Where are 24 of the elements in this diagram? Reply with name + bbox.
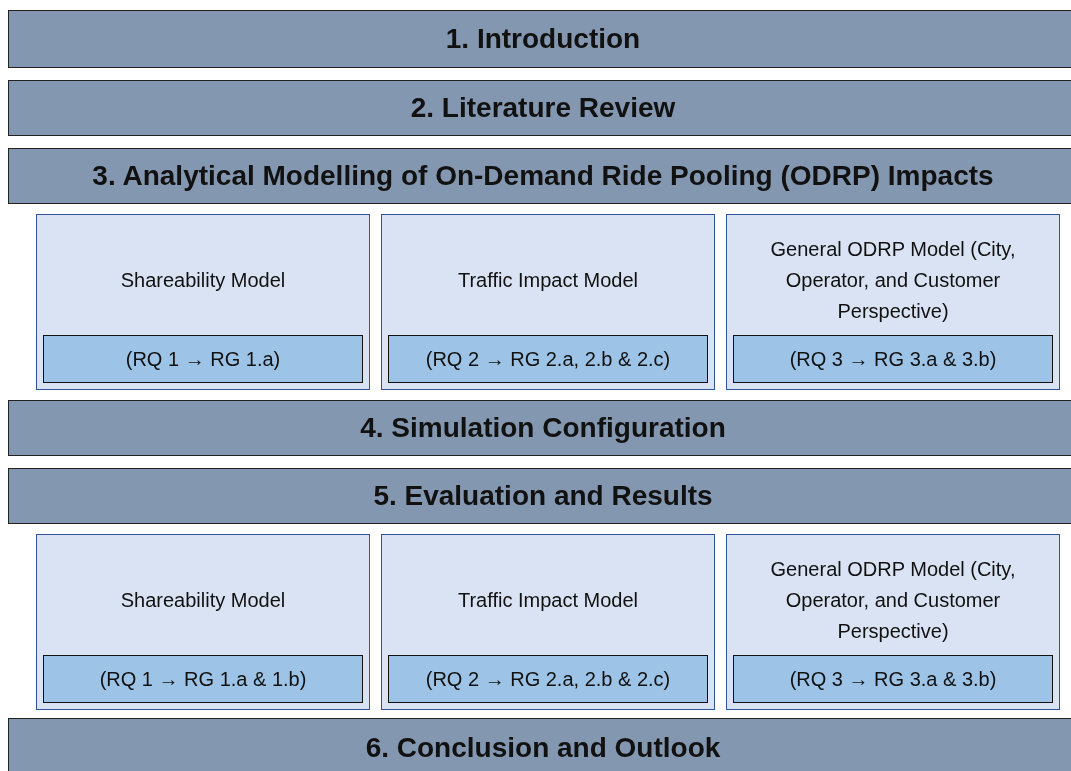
section-band: 2. Literature Review: [8, 80, 1071, 136]
model-panel: [36, 214, 370, 390]
section-band: 5. Evaluation and Results: [8, 468, 1071, 524]
research-question-box: (RQ 2 → RG 2.a, 2.b & 2.c): [388, 655, 708, 703]
model-panel: [36, 534, 370, 710]
panel-title: Shareability Model: [120, 587, 286, 613]
research-question-box: (RQ 3 → RG 3.a & 3.b): [733, 655, 1053, 703]
model-panel: [726, 214, 1060, 390]
panel-title: General ODRP Model (City, Operator, and Customer Perspective): [769, 236, 1017, 324]
panel-title: Traffic Impact Model: [457, 587, 639, 613]
section-band: 6. Conclusion and Outlook: [8, 718, 1071, 771]
panel-title: Shareability Model: [120, 267, 286, 293]
model-panel: [726, 534, 1060, 710]
panel-title: General ODRP Model (City, Operator, and Customer Perspective): [769, 556, 1017, 644]
research-question-box: (RQ 1 → RG 1.a & 1.b): [43, 655, 363, 703]
model-panel: [381, 534, 715, 710]
model-panel: [381, 214, 715, 390]
research-question-box: (RQ 3 → RG 3.a & 3.b): [733, 335, 1053, 383]
section-band: 3. Analytical Modelling of On-Demand Ride Pooling (ODRP) Impacts: [8, 148, 1071, 204]
section-band: 4. Simulation Configuration: [8, 400, 1071, 456]
research-question-box: (RQ 2 → RG 2.a, 2.b & 2.c): [388, 335, 708, 383]
research-question-box: (RQ 1 → RG 1.a): [43, 335, 363, 383]
section-band: 1. Introduction: [8, 10, 1071, 68]
panel-title: Traffic Impact Model: [457, 267, 639, 293]
